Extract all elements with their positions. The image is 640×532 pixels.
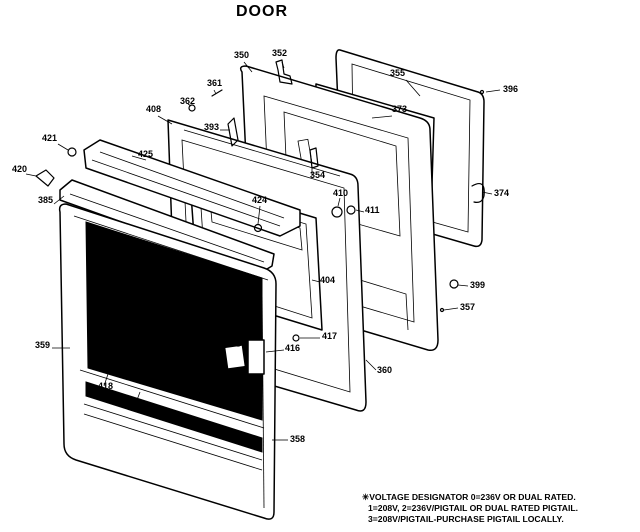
voltage-note-line-2: 1=208V, 2=236V/PIGTAIL OR DUAL RATED PIG… (368, 503, 578, 513)
part-label-p416: 416 (285, 343, 300, 353)
part-label-p385: 385 (38, 195, 53, 205)
voltage-note-line-3: 3=208V/PIGTAIL-PURCHASE PIGTAIL LOCALLY. (368, 514, 564, 524)
part-label-p354: 354 (310, 170, 325, 180)
part-label-p374: 374 (494, 188, 509, 198)
part-label-p425: 425 (138, 149, 153, 159)
part-label-p359b: 359 (203, 350, 218, 360)
part-label-p357: 357 (460, 302, 475, 312)
part-label-p421: 421 (42, 133, 57, 143)
part-label-p399: 399 (470, 280, 485, 290)
diagram-title: DOOR (236, 3, 288, 20)
part-label-p411: 411 (365, 205, 380, 215)
part-label-p420: 420 (12, 164, 27, 174)
voltage-note-line-1: ✳VOLTAGE DESIGNATOR 0=236V OR DUAL RATED… (362, 492, 576, 502)
part-label-p418a: 418 (98, 381, 113, 391)
door-outer-panel (58, 203, 277, 520)
part-label-p358: 358 (290, 434, 305, 444)
part-label-p396: 396 (503, 84, 518, 94)
part-label-p373: 373 (392, 104, 407, 114)
part-label-p350: 350 (234, 50, 249, 60)
part-number-labels: 350 352 355 396 361 362 373 408 393 421 425 354 374 4… (12, 48, 518, 444)
part-label-p422: 422 (229, 332, 244, 342)
part-label-p404: 404 (320, 275, 335, 285)
part-label-p360: 360 (377, 365, 392, 375)
door-latch-assembly (223, 337, 265, 381)
part-label-p352: 352 (272, 48, 287, 58)
part-label-p362: 362 (180, 96, 195, 106)
part-label-p393: 393 (204, 122, 219, 132)
part-label-p410: 410 (333, 188, 348, 198)
leader-lines (25, 61, 501, 441)
part-label-p417: 417 (322, 331, 337, 341)
door-top-trim (59, 179, 275, 273)
part-label-p359: 359 (35, 340, 50, 350)
part-label-p361: 361 (207, 78, 222, 88)
part-label-p408: 408 (146, 104, 161, 114)
door-vent-trim (83, 139, 301, 237)
part-label-p424: 424 (252, 195, 267, 205)
part-label-p418b: 418 (128, 403, 143, 413)
part-label-p355: 355 (390, 68, 405, 78)
fastener-parts (35, 89, 485, 357)
voltage-notes: ✳VOLTAGE DESIGNATOR 0=236V OR DUAL RATED… (362, 492, 578, 524)
